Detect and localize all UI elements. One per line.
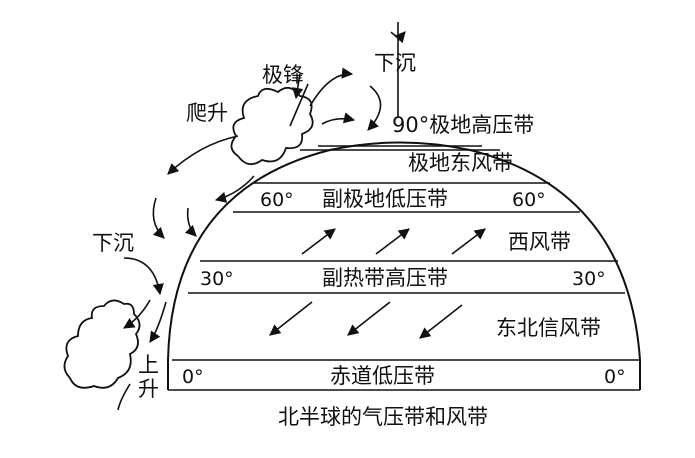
trade-arrow (270, 302, 312, 335)
label-sinking-subtropical: 下沉 (92, 231, 134, 255)
lat-60-left: 60° (260, 189, 294, 211)
lat-30-right: 30° (572, 268, 606, 290)
label-polar-easterlies: 极地东风带 (408, 151, 513, 175)
lat-60-right: 60° (512, 189, 546, 211)
label-ascending: 上 升 (138, 353, 166, 401)
diagram-caption: 北半球的气压带和风带 (278, 405, 488, 429)
label-rising: 爬升 (186, 101, 228, 125)
label-ne-trades: 东北信风带 (496, 316, 601, 340)
trade-arrow (348, 302, 390, 335)
label-ascending-text: 上 (138, 353, 159, 377)
westerly-arrow (376, 229, 409, 254)
equator-cloud-icon (64, 300, 139, 387)
label-equatorial-low: 赤道低压带 (330, 364, 435, 388)
lat-0-left: 0° (182, 366, 204, 388)
westerly-arrow (452, 229, 485, 254)
label-polar-high: 90°极地高压带 (392, 113, 534, 137)
westerlies-arrows (302, 229, 485, 254)
label-ascending-text-2: 升 (138, 377, 159, 401)
label-sinking-polar: 下沉 (374, 51, 416, 75)
label-subtropical-high: 副热带高压带 (322, 266, 448, 290)
ne-trades-arrows (270, 302, 462, 338)
frontal-cloud-icon (231, 88, 312, 164)
label-westerlies: 西风带 (508, 230, 571, 254)
trade-arrow (420, 305, 462, 338)
lat-0-right: 0° (604, 366, 626, 388)
lat-30-left: 30° (200, 268, 234, 290)
westerly-arrow (302, 229, 335, 254)
label-subpolar-low: 副极地低压带 (322, 187, 448, 211)
label-polar-front: 极锋 (262, 63, 304, 87)
